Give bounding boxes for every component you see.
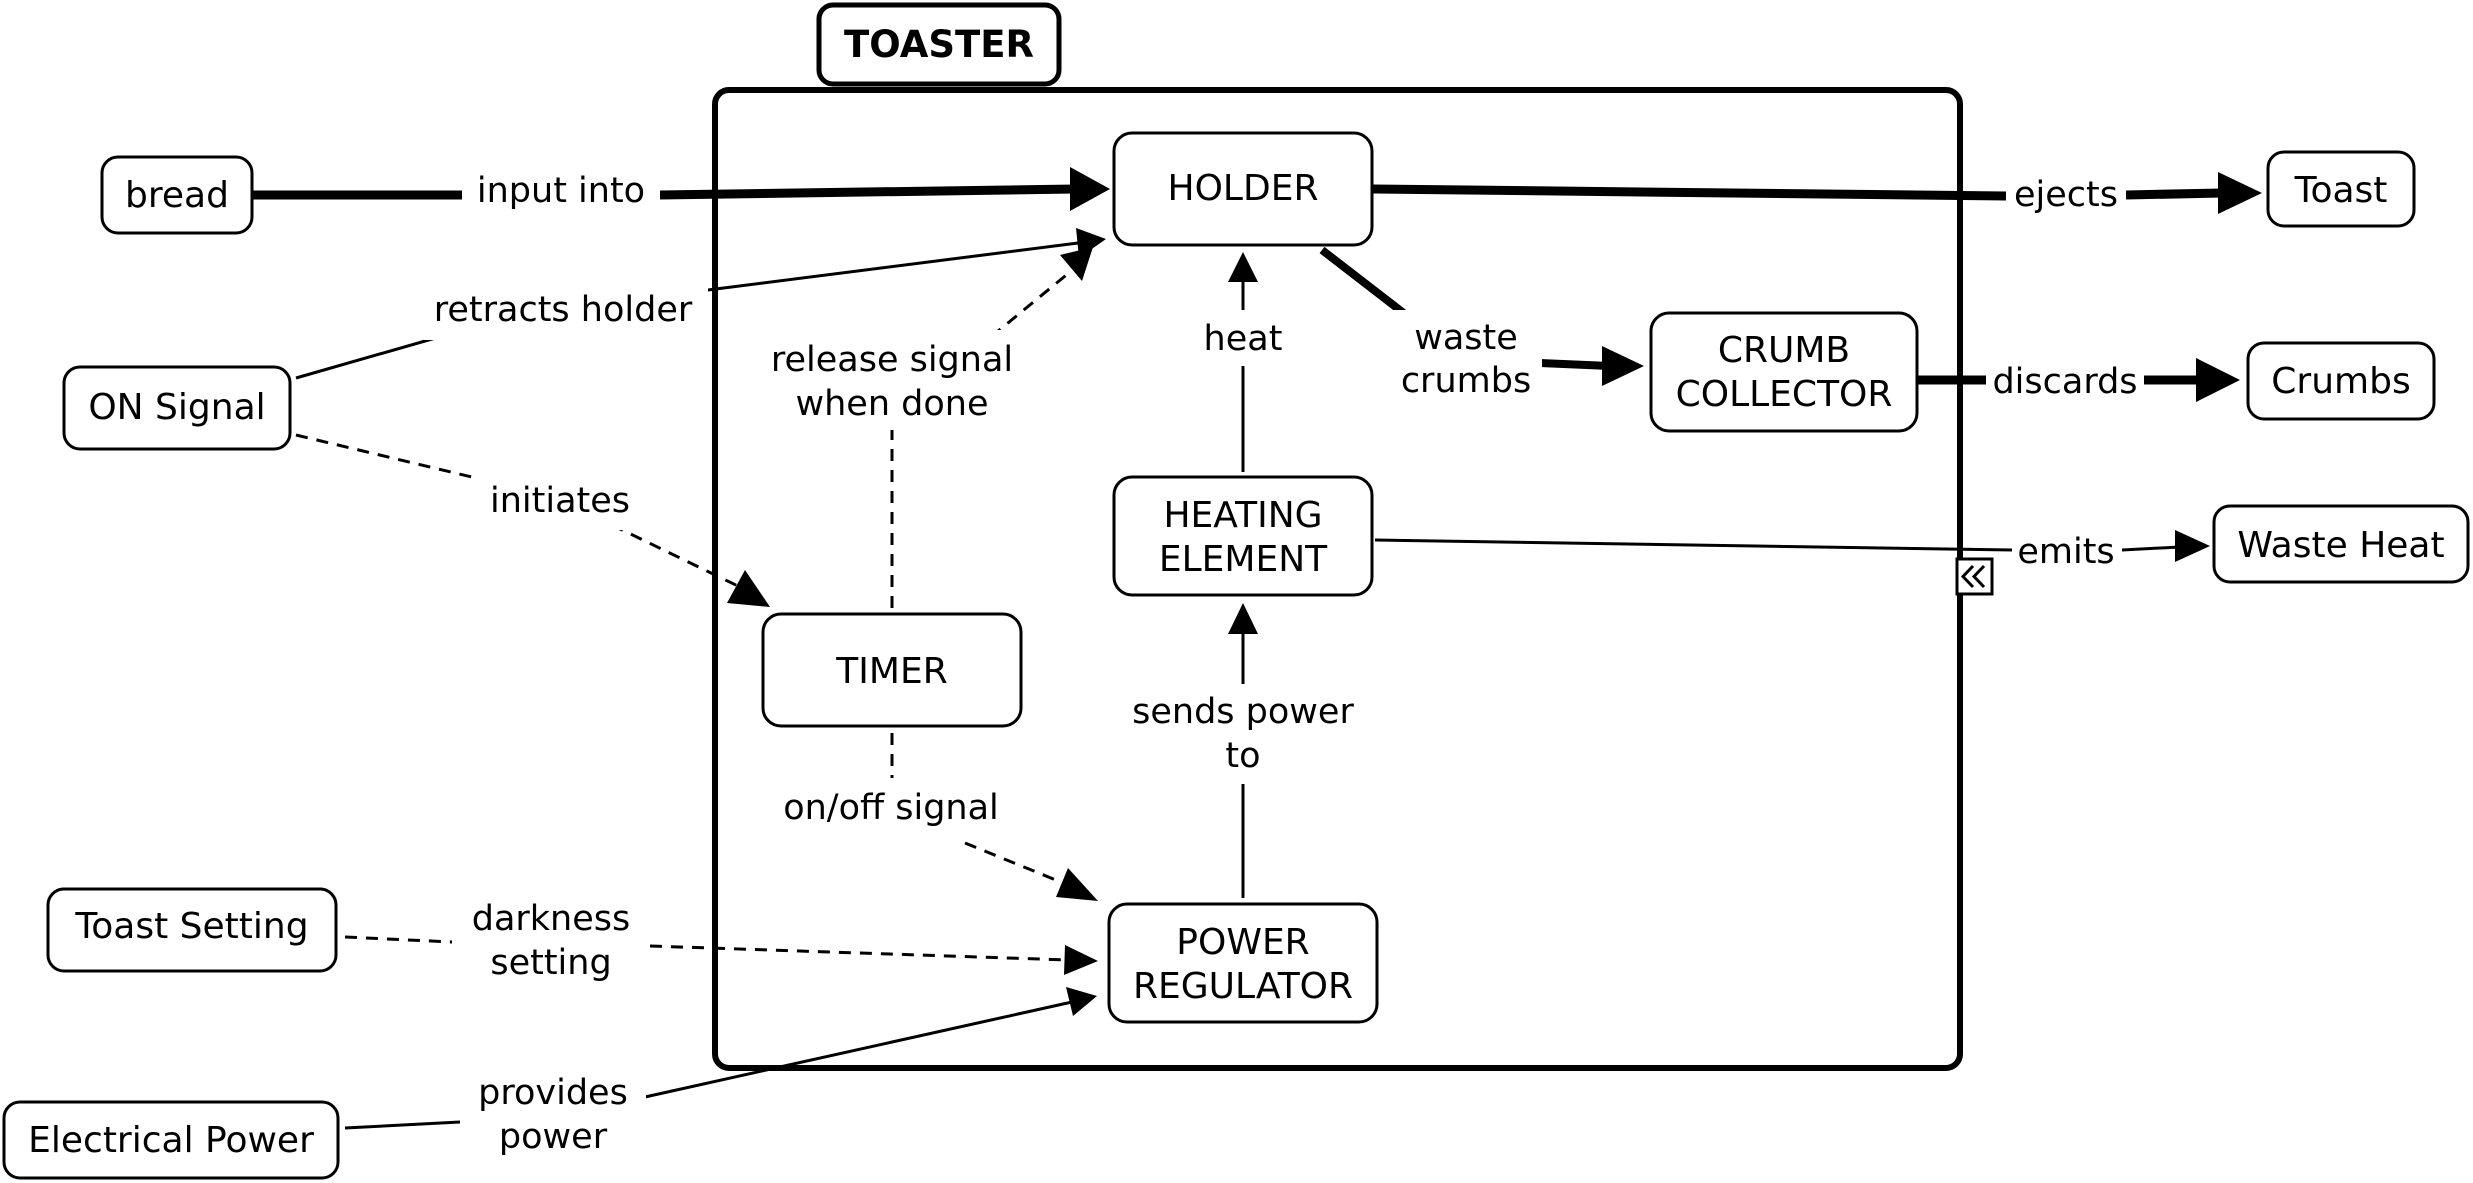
arrowhead-darkness-power	[1064, 945, 1098, 975]
link-labels: input into retracts holder initiates rel…	[424, 162, 2144, 1168]
node-power-regulator-label-1: POWER	[1176, 922, 1309, 963]
link-emits-waste-heat	[2121, 545, 2181, 552]
node-waste-heat-label: Waste Heat	[2237, 525, 2444, 566]
label-initiates: initiates	[490, 481, 630, 521]
link-ejects-toast	[2125, 188, 2223, 200]
label-provides-power-2: power	[499, 1117, 608, 1157]
label-emits: emits	[2017, 532, 2114, 572]
node-electrical-power-label: Electrical Power	[28, 1120, 314, 1161]
node-timer[interactable]: TIMER	[761, 612, 1023, 728]
node-crumb-collector-label-2: COLLECTOR	[1676, 374, 1893, 415]
node-on-signal-label: ON Signal	[88, 387, 265, 428]
label-discards: discards	[1992, 362, 2137, 402]
link-onoff-power	[964, 841, 1074, 889]
label-darkness-setting-1: darkness	[472, 899, 631, 939]
link-holder-ejects	[1372, 184, 2007, 201]
node-crumb-collector-label-1: CRUMB	[1718, 330, 1850, 371]
link-holder-waste	[1319, 246, 1413, 322]
link-toast-darkness	[344, 935, 453, 944]
label-on-off-signal: on/off signal	[783, 788, 999, 828]
node-crumbs[interactable]: Crumbs	[2246, 341, 2436, 421]
double-chevron-left-icon[interactable]	[1955, 557, 1994, 596]
arrowhead-sends-heating	[1228, 603, 1258, 634]
link-retracts-holder	[707, 241, 1079, 292]
label-darkness-setting-2: setting	[490, 943, 611, 983]
arrowhead-ejects-toast	[2218, 172, 2262, 214]
arrowhead-discards-crumbs	[2196, 358, 2240, 402]
node-heating-element[interactable]: HEATING ELEMENT	[1112, 475, 1374, 597]
arrowhead-onoff-power	[1056, 868, 1098, 901]
arrowhead-provides-power	[1066, 987, 1097, 1016]
node-holder[interactable]: HOLDER	[1112, 131, 1374, 247]
arrowhead-waste-crumb	[1602, 346, 1644, 386]
connections	[253, 167, 2262, 1130]
arrowhead-heat-holder	[1228, 252, 1258, 282]
label-release-signal-1: release signal	[771, 340, 1013, 380]
link-waste-crumb	[1539, 359, 1611, 370]
node-power-regulator-label-2: REGULATOR	[1133, 966, 1353, 1007]
label-release-signal-2: when done	[796, 384, 989, 424]
label-ejects: ejects	[2014, 175, 2118, 215]
link-darkness-power	[649, 944, 1069, 962]
link-electrical-provides	[344, 1120, 461, 1130]
label-sends-power-1: sends power	[1132, 692, 1354, 732]
label-waste-crumbs-1: waste	[1414, 318, 1518, 358]
node-timer-label: TIMER	[835, 651, 947, 692]
node-power-regulator[interactable]: POWER REGULATOR	[1107, 902, 1379, 1024]
link-provides-power	[644, 1000, 1073, 1099]
node-toast-setting[interactable]: Toast Setting	[46, 887, 338, 973]
label-sends-power-2: to	[1225, 736, 1260, 776]
node-heating-element-label-2: ELEMENT	[1159, 539, 1328, 580]
arrowhead-emits-waste-heat	[2175, 530, 2210, 562]
label-retracts-holder: retracts holder	[434, 290, 693, 330]
label-provides-power-1: provides	[478, 1073, 628, 1113]
label-waste-crumbs-2: crumbs	[1401, 361, 1531, 401]
arrowhead-initiates-timer	[727, 570, 770, 607]
link-initiates-timer	[611, 523, 743, 590]
label-heat: heat	[1204, 319, 1283, 359]
node-toast-setting-label: Toast Setting	[74, 906, 308, 947]
node-bread[interactable]: bread	[100, 155, 254, 235]
arrowhead-input-holder	[1070, 167, 1110, 211]
node-crumb-collector[interactable]: CRUMB COLLECTOR	[1649, 311, 1919, 433]
container-title-tab[interactable]: TOASTER	[816, 2, 1062, 87]
label-input-into: input into	[477, 171, 645, 211]
node-on-signal[interactable]: ON Signal	[62, 365, 292, 451]
node-crumbs-label: Crumbs	[2271, 361, 2410, 402]
node-toast[interactable]: Toast	[2266, 150, 2416, 228]
link-on-initiates	[295, 433, 477, 480]
link-heating-emits	[1374, 538, 2013, 552]
node-heating-element-label-1: HEATING	[1163, 495, 1322, 536]
node-waste-heat[interactable]: Waste Heat	[2212, 504, 2470, 584]
node-holder-label: HOLDER	[1168, 168, 1319, 209]
arrowhead-release-holder	[1060, 247, 1093, 281]
link-on-retracts	[295, 333, 447, 380]
node-bread-label: bread	[125, 175, 229, 216]
link-input-holder	[659, 184, 1076, 200]
node-electrical-power[interactable]: Electrical Power	[2, 1100, 340, 1180]
container-title: TOASTER	[844, 23, 1034, 66]
node-toast-label: Toast	[2294, 170, 2388, 211]
